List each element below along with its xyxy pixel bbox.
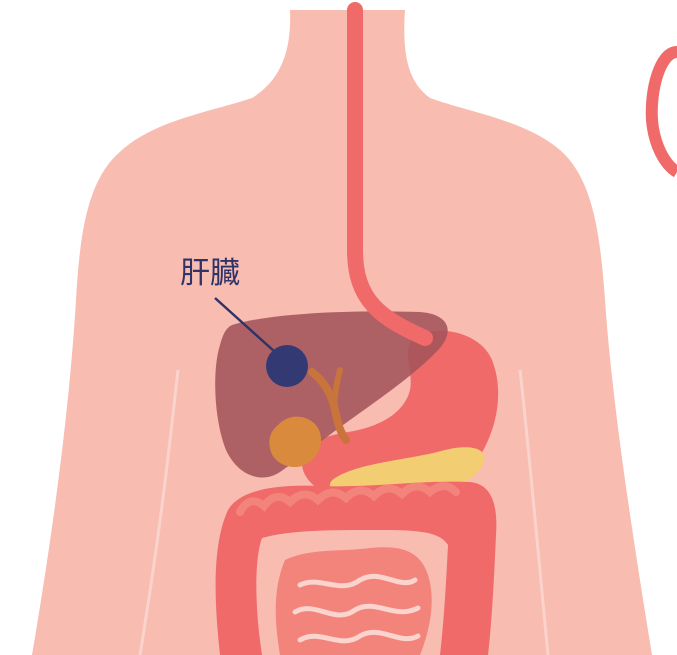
tumor-marker-icon: [266, 345, 308, 387]
edge-arc: [652, 52, 677, 172]
liver-label: 肝臓: [180, 256, 240, 291]
